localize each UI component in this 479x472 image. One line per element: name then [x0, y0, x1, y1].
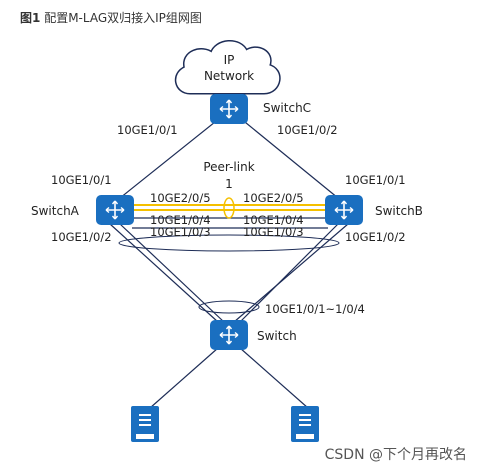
port-b-up: 10GE1/0/1 [345, 173, 406, 187]
port-a-104: 10GE1/0/4 [150, 213, 211, 227]
port-b-103: 10GE1/0/3 [243, 225, 304, 239]
link-switchb-switch-1 [233, 223, 349, 323]
links [109, 93, 349, 409]
port-c-right: 10GE1/0/2 [277, 123, 338, 137]
server-right-icon[interactable] [291, 406, 319, 442]
device-switch[interactable] [210, 320, 248, 350]
port-c-left: 10GE1/0/1 [117, 123, 178, 137]
cloud-label-network: Network [204, 69, 254, 83]
m-lag-bundle-mark [118, 234, 340, 252]
figure-caption: 配置M-LAG双归接入IP组网图 [44, 11, 202, 25]
peer-link-label: Peer-link [203, 160, 254, 174]
peer-link-id: 1 [225, 177, 233, 191]
device-switcha[interactable] [96, 195, 134, 225]
link-switch-server-left [149, 347, 219, 409]
peer-link-bundle-mark [223, 197, 235, 219]
figure-number: 图1 [20, 11, 41, 25]
label-switchb: SwitchB [375, 204, 423, 218]
peer-link [130, 197, 330, 219]
label-switchc: SwitchC [263, 101, 311, 115]
bundle-marks [118, 234, 340, 314]
port-b-104: 10GE1/0/4 [243, 213, 304, 227]
ip-network-cloud: IP Network [174, 40, 281, 95]
link-switch-server-right [239, 347, 309, 409]
switch-uplink-bundle-mark [198, 300, 260, 314]
port-a-103: 10GE1/0/3 [150, 225, 211, 239]
port-a-down: 10GE1/0/2 [51, 230, 112, 244]
label-switch: Switch [257, 329, 297, 343]
label-switcha: SwitchA [31, 204, 80, 218]
link-switchb-switch-2 [239, 223, 339, 323]
link-switcha-switch-2 [119, 223, 225, 323]
server-left-icon[interactable] [131, 406, 159, 442]
port-a-up: 10GE1/0/1 [51, 173, 112, 187]
device-switchb[interactable] [325, 195, 363, 225]
csdn-watermark: CSDN @下个月再改名 [324, 447, 467, 463]
port-switch-uplink: 10GE1/0/1~1/0/4 [265, 302, 365, 316]
port-a-205: 10GE2/0/5 [150, 191, 211, 205]
figure-title: 图1 配置M-LAG双归接入IP组网图 [20, 9, 202, 26]
link-switchc-switcha [119, 117, 221, 199]
device-switchc[interactable] [210, 94, 248, 124]
link-switchc-switchb [239, 117, 339, 199]
port-b-down: 10GE1/0/2 [345, 230, 406, 244]
cloud-label-ip: IP [224, 53, 235, 67]
port-b-205: 10GE2/0/5 [243, 191, 304, 205]
